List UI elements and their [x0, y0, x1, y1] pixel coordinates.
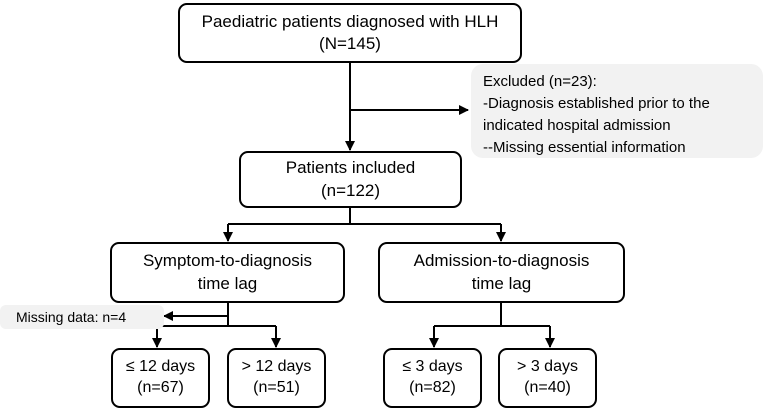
leaf-1-label: ≤ 12 days: [125, 358, 196, 376]
excluded-note: Excluded (n=23): -Diagnosis established …: [471, 64, 763, 158]
leaf-4-count: (n=40): [524, 379, 571, 396]
admission-title: Admission-to-diagnosis: [413, 251, 590, 271]
symptom-title: Symptom-to-diagnosis: [142, 251, 313, 271]
admission-box: Admission-to-diagnosis time lag: [378, 242, 625, 303]
leaf-box-1: ≤ 12 days (n=67): [111, 348, 210, 408]
excluded-reason-2: --Missing essential information: [483, 139, 686, 156]
included-count: (n=122): [320, 180, 381, 200]
excluded-reason-1-cont: indicated hospital admission: [483, 117, 671, 134]
excluded-reason-1: -Diagnosis established prior to the: [483, 95, 710, 112]
leaf-3-count: (n=82): [409, 379, 456, 396]
symptom-box: Symptom-to-diagnosis time lag: [110, 242, 345, 303]
leaf-box-4: > 3 days (n=40): [498, 348, 597, 408]
leaf-4-label: > 3 days: [517, 358, 578, 376]
symptom-subtitle: time lag: [197, 273, 258, 293]
leaf-box-3: ≤ 3 days (n=82): [383, 348, 482, 408]
root-count: (N=145): [319, 34, 381, 53]
root-title: Paediatric patients diagnosed with HLH: [201, 11, 499, 31]
included-title: Patients included: [285, 158, 416, 178]
missing-data-label: Missing data: n=4: [16, 309, 127, 325]
included-box: Patients included (n=122): [239, 151, 462, 208]
leaf-2-label: > 12 days: [241, 358, 312, 376]
admission-subtitle: time lag: [471, 273, 532, 293]
leaf-box-2: > 12 days (n=51): [227, 348, 326, 408]
root-box: Paediatric patients diagnosed with HLH (…: [178, 3, 522, 63]
leaf-3-label: ≤ 3 days: [402, 358, 463, 376]
missing-data-note: Missing data: n=4: [0, 305, 164, 329]
excluded-title: Excluded (n=23):: [483, 73, 597, 90]
leaf-1-count: (n=67): [137, 379, 184, 396]
leaf-2-count: (n=51): [253, 379, 300, 396]
